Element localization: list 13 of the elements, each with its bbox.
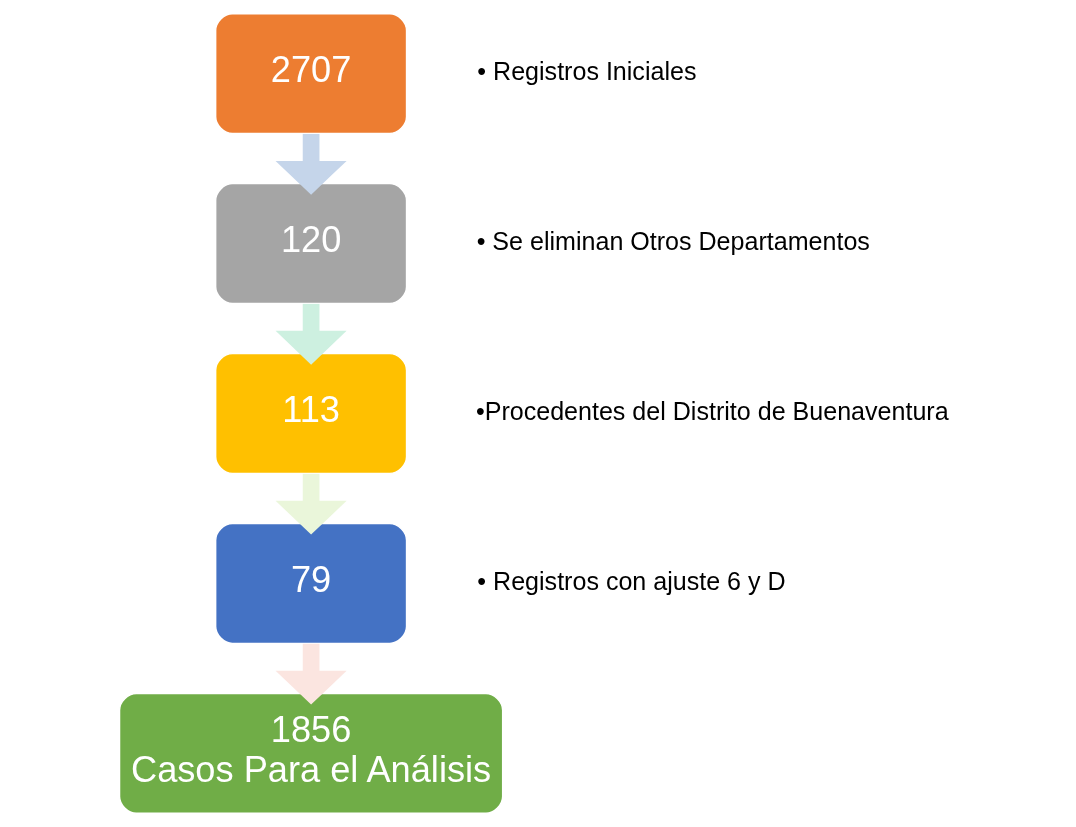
- node-box: 120: [214, 182, 407, 305]
- arrow: [275, 473, 347, 535]
- node-box: 2707: [214, 13, 407, 135]
- arrow: [275, 643, 347, 705]
- arrow: [275, 303, 347, 365]
- node-box: 79: [214, 522, 407, 645]
- node-label: • Registros Iniciales: [476, 56, 696, 85]
- arrow: [275, 133, 347, 195]
- node-label: •Procedentes del Distrito de Buenaventura: [475, 396, 949, 425]
- node-box: 113: [214, 352, 407, 475]
- node-label: • Registros con ajuste 6 y D: [476, 566, 786, 595]
- node-label: • Se eliminan Otros Departamentos: [476, 226, 870, 255]
- node-box: 1856 Casos Para el Análisis: [118, 692, 503, 814]
